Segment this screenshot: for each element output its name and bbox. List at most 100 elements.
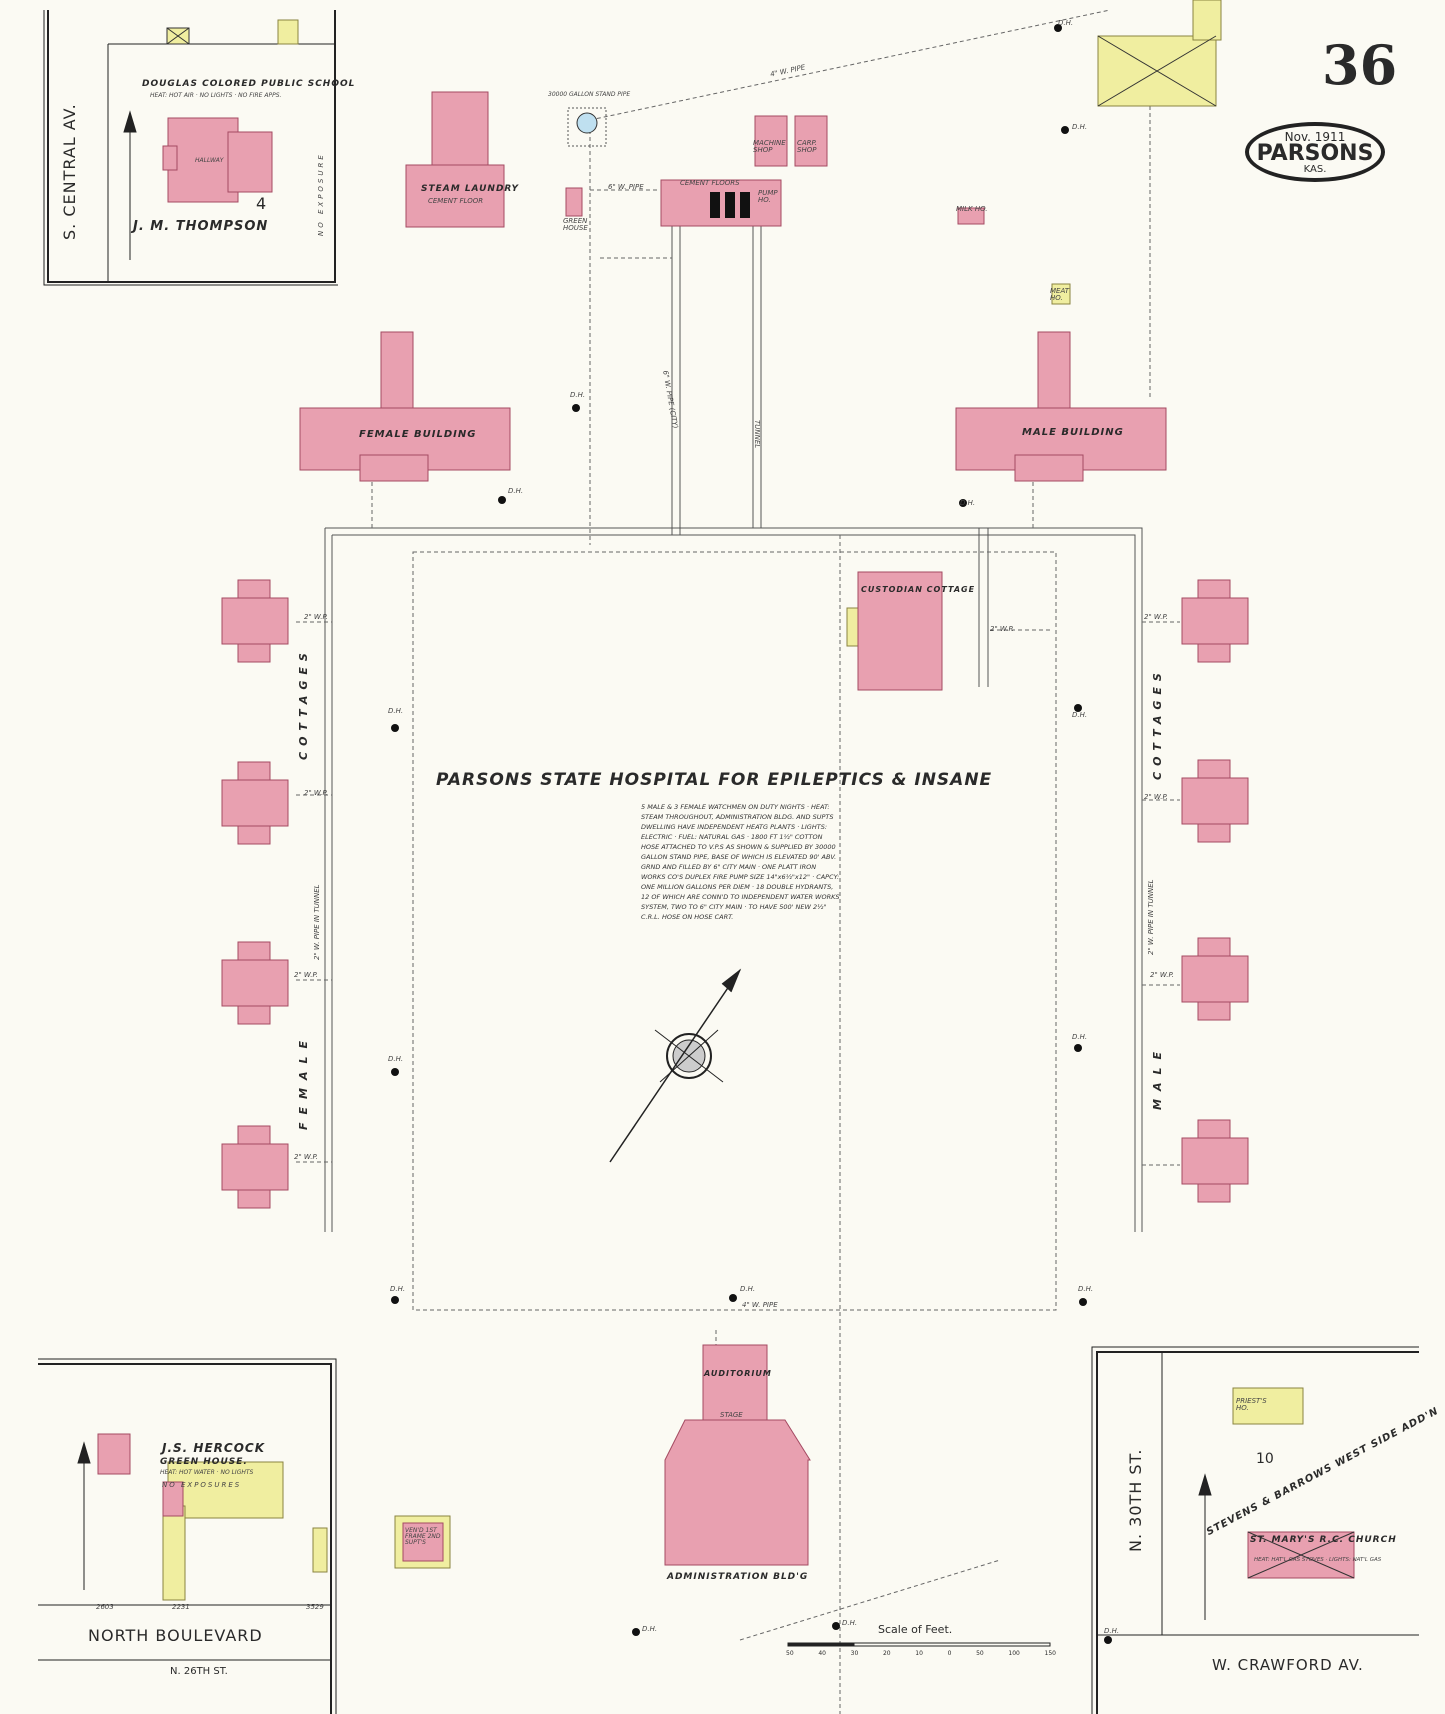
church-heat: HEAT: HAT'L GAS STOVES · LIGHTS: NAT'L G… xyxy=(1254,1557,1382,1563)
label-pipe6: 6" W. PIPE xyxy=(608,183,644,191)
label-pipe-tunnel-left: 2" W. PIPE IN TUNNEL xyxy=(313,884,321,960)
wp-label: 2" W.P. xyxy=(1144,793,1168,801)
greenhouse-exposure: NO EXPOSURES xyxy=(162,1481,242,1489)
scale-tick: 0 xyxy=(947,1650,952,1657)
wp-label: 2" W.P. xyxy=(990,625,1014,633)
label-auditorium: AUDITORIUM xyxy=(704,1369,772,1378)
label-cottages-male: COTTAGES xyxy=(1151,667,1164,780)
dh-label: D.H. xyxy=(388,1055,404,1063)
label-female: FEMALE xyxy=(297,1032,310,1130)
school-heat: HEAT: HOT AIR · NO LIGHTS · NO FIRE APPS… xyxy=(150,92,282,99)
label-standpipe: 30000 GALLON STAND PIPE xyxy=(548,91,631,98)
tunnel-lines xyxy=(324,190,1143,1232)
north-arrows xyxy=(77,110,1212,1620)
wp-label: 2" W.P. xyxy=(304,789,328,797)
greenhouse-address-3: 3529 xyxy=(306,1603,324,1611)
label-male-building: MALE BUILDING xyxy=(1022,427,1124,438)
dh-label: D.H. xyxy=(508,487,524,495)
label-pipe-tunnel-right: 2" W. PIPE IN TUNNEL xyxy=(1147,879,1155,955)
greenhouse-sub: GREEN HOUSE. xyxy=(160,1457,248,1467)
label-meat: MEAT HO. xyxy=(1050,287,1070,302)
label-frame: VEN'D 1ST FRAME 2ND SUPT'S xyxy=(405,1527,441,1546)
badge-date: Nov. 1911 xyxy=(1284,130,1346,144)
school-hallway: HALLWAY xyxy=(195,157,224,164)
label-carp-shop: CARP. SHOP xyxy=(797,139,818,154)
scale-tick: 40 xyxy=(818,1650,826,1657)
church-block: 10 xyxy=(1256,1451,1274,1467)
badge-state: KAS. xyxy=(1303,164,1327,175)
label-laundry: STEAM LAUNDRY xyxy=(421,184,520,194)
dh-label: D.H. xyxy=(842,1619,858,1627)
scale-tick: 30 xyxy=(850,1650,859,1657)
dh-label: D.H. xyxy=(740,1285,756,1293)
label-male: MALE xyxy=(1151,1044,1164,1110)
dh-label: D.H. xyxy=(570,391,586,399)
wp-label: 2" W.P. xyxy=(1150,971,1174,979)
wp-label: 2" W.P. xyxy=(304,613,328,621)
wp-label: 2" W.P. xyxy=(294,1153,318,1161)
label-pump: PUMP HO. xyxy=(758,189,778,204)
dh-label: D.H. xyxy=(1104,1627,1120,1635)
hospital-title: PARSONS STATE HOSPITAL FOR EPILEPTICS & … xyxy=(436,770,993,790)
label-cement: CEMENT FLOORS xyxy=(680,179,740,187)
label-milk: MILK HO. xyxy=(956,205,988,213)
label-female-building: FEMALE BUILDING xyxy=(359,429,477,440)
school-owner: J. M. THOMPSON xyxy=(133,219,269,234)
school-name: DOUGLAS COLORED PUBLIC SCHOOL xyxy=(142,79,356,89)
street-n30: N. 30TH ST. xyxy=(1126,1448,1145,1552)
label-cottages-female: COTTAGES xyxy=(297,647,310,760)
city-badge: Nov. 1911 PARSONS KAS. xyxy=(1245,122,1385,182)
scale-tick: 10 xyxy=(915,1650,923,1657)
water-pipes xyxy=(296,9,1180,1714)
page-number: 36 xyxy=(1322,33,1398,97)
wp-label: 2" W.P. xyxy=(294,971,318,979)
church-name: ST. MARY'S R.C. CHURCH xyxy=(1250,1535,1397,1545)
dh-label: D.H. xyxy=(1078,1285,1094,1293)
dh-label: D.H. xyxy=(1072,1033,1088,1041)
dh-label: D.H. xyxy=(1072,123,1088,131)
inset-school-frame xyxy=(43,10,338,286)
scale-ticks: 50 40 30 20 10 0 50 100 150 xyxy=(786,1650,1056,1657)
dh-label: D.H. xyxy=(390,1285,406,1293)
greenhouse-heat: HEAT: HOT WATER · NO LIGHTS xyxy=(160,1469,254,1476)
street-north-blvd: NORTH BOULEVARD xyxy=(88,1626,263,1645)
street-n26: N. 26TH ST. xyxy=(170,1666,228,1677)
dh-label: D.H. xyxy=(1058,19,1074,27)
dh-label: D.H. xyxy=(642,1625,658,1633)
label-tunnel: TUNNEL xyxy=(753,420,761,449)
scale-tick: 20 xyxy=(882,1650,891,1657)
scale-tick: 100 xyxy=(1008,1650,1020,1657)
inset-church-frame xyxy=(1091,1346,1419,1714)
inset-greenhouse-frame xyxy=(38,1358,337,1714)
compass xyxy=(609,968,742,1163)
label-custodian: CUSTODIAN COTTAGE xyxy=(861,585,976,594)
school-block: 4 xyxy=(256,194,267,213)
label-green: GREEN HOUSE xyxy=(563,217,588,232)
church-priests: PRIEST'S HO. xyxy=(1236,1397,1267,1412)
standpipe-tank xyxy=(576,112,598,134)
scale-tick: 150 xyxy=(1044,1650,1056,1657)
scale-label: Scale of Feet. xyxy=(878,1623,953,1636)
badge-city: PARSONS xyxy=(1256,141,1374,166)
greenhouse-address-1: 2603 xyxy=(96,1603,114,1611)
hydrants xyxy=(391,24,1112,1644)
street-central: S. CENTRAL AV. xyxy=(60,103,79,240)
label-machine-shop: MACHINE SHOP xyxy=(753,139,786,154)
scale-tick: 50 xyxy=(976,1650,984,1657)
dh-label: D.H. xyxy=(388,707,404,715)
dh-label: D.H. xyxy=(1072,711,1088,719)
dh-label: D.H. xyxy=(960,499,976,507)
scale-bar xyxy=(787,1642,1051,1647)
label-admin: ADMINISTRATION BLD'G xyxy=(667,1572,809,1582)
brick-buildings xyxy=(97,91,1355,1579)
standpipe xyxy=(567,107,607,147)
street-crawford: W. CRAWFORD AV. xyxy=(1212,1656,1364,1674)
label-pipe4-bottom: 4" W. PIPE xyxy=(742,1301,778,1309)
school-exposure: NO EXPOSURE xyxy=(317,152,325,236)
greenhouse-owner: J.S. HERCOCK xyxy=(162,1441,265,1455)
hospital-notes: 5 MALE & 3 FEMALE WATCHMEN ON DUTY NIGHT… xyxy=(641,803,840,921)
greenhouse-address-2: 2231 xyxy=(172,1603,190,1611)
label-laundry-sub: CEMENT FLOOR xyxy=(428,197,484,205)
wp-label: 2" W.P. xyxy=(1144,613,1168,621)
